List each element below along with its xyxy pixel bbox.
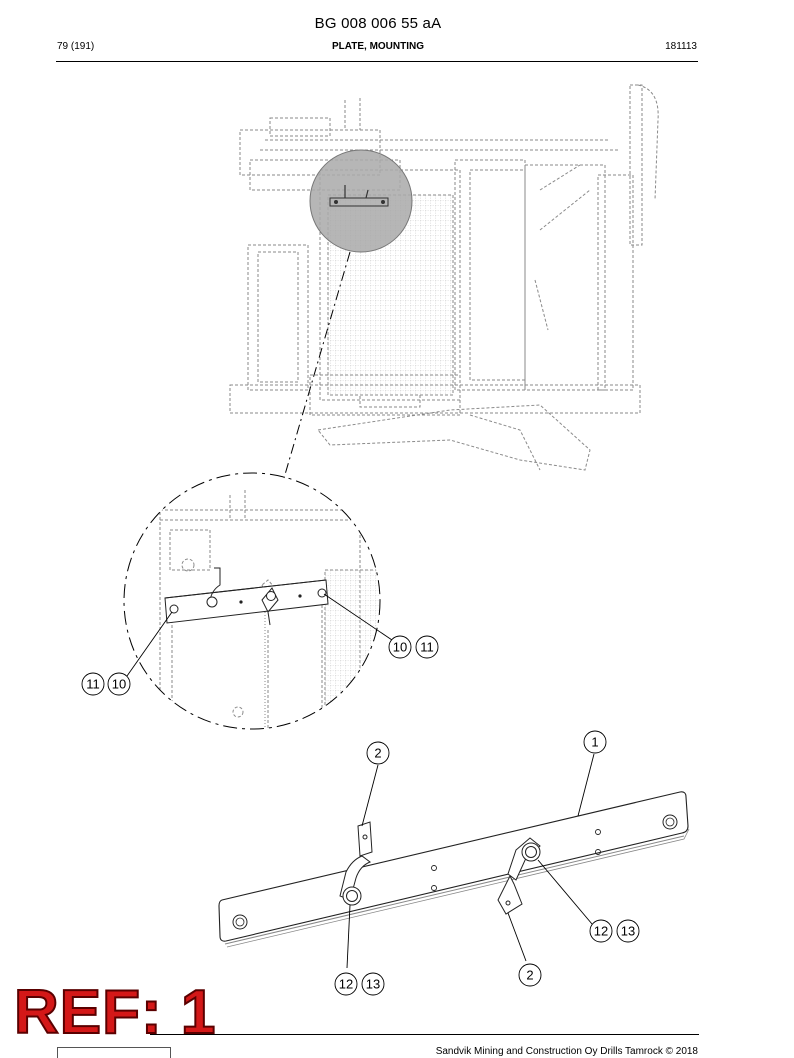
- callout-detail-left-b: 10: [112, 677, 126, 692]
- detail-view: [123, 472, 381, 730]
- left-bracket: [339, 821, 373, 906]
- callout-bracket-top: 2: [374, 746, 381, 761]
- callout-detail-left-a: 11: [86, 677, 100, 692]
- right-bracket: [497, 837, 541, 915]
- callout-bolt-left-a: 12: [339, 977, 353, 992]
- footer-rule: [150, 1034, 699, 1035]
- callout-detail-right-b: 11: [420, 640, 434, 655]
- machine-overview: [229, 84, 659, 471]
- callout-bolt-right-a: 12: [594, 924, 608, 939]
- callout-detail-right-a: 10: [393, 640, 407, 655]
- doc-date: 181113: [665, 41, 697, 52]
- callout-bolt-left-b: 13: [366, 977, 380, 992]
- header-rule: [56, 61, 698, 62]
- ref-stamp: REF: 1: [13, 978, 217, 1047]
- callout-bracket-bottom: 2: [526, 968, 533, 983]
- doc-id: BG 008 006 55 aA: [314, 15, 442, 32]
- plate-assembly: [218, 753, 690, 969]
- part-name: PLATE, MOUNTING: [331, 41, 425, 52]
- callout-bubbles: [81, 635, 640, 996]
- zoom-highlight: [309, 149, 413, 253]
- page-count: 79 (191): [57, 41, 95, 52]
- callout-plate: 1: [591, 735, 598, 750]
- copyright-text: Sandvik Mining and Construction Oy Drill…: [435, 1046, 698, 1057]
- detail-callout-leaders: [126, 593, 393, 677]
- callout-bolt-right-b: 13: [621, 924, 635, 939]
